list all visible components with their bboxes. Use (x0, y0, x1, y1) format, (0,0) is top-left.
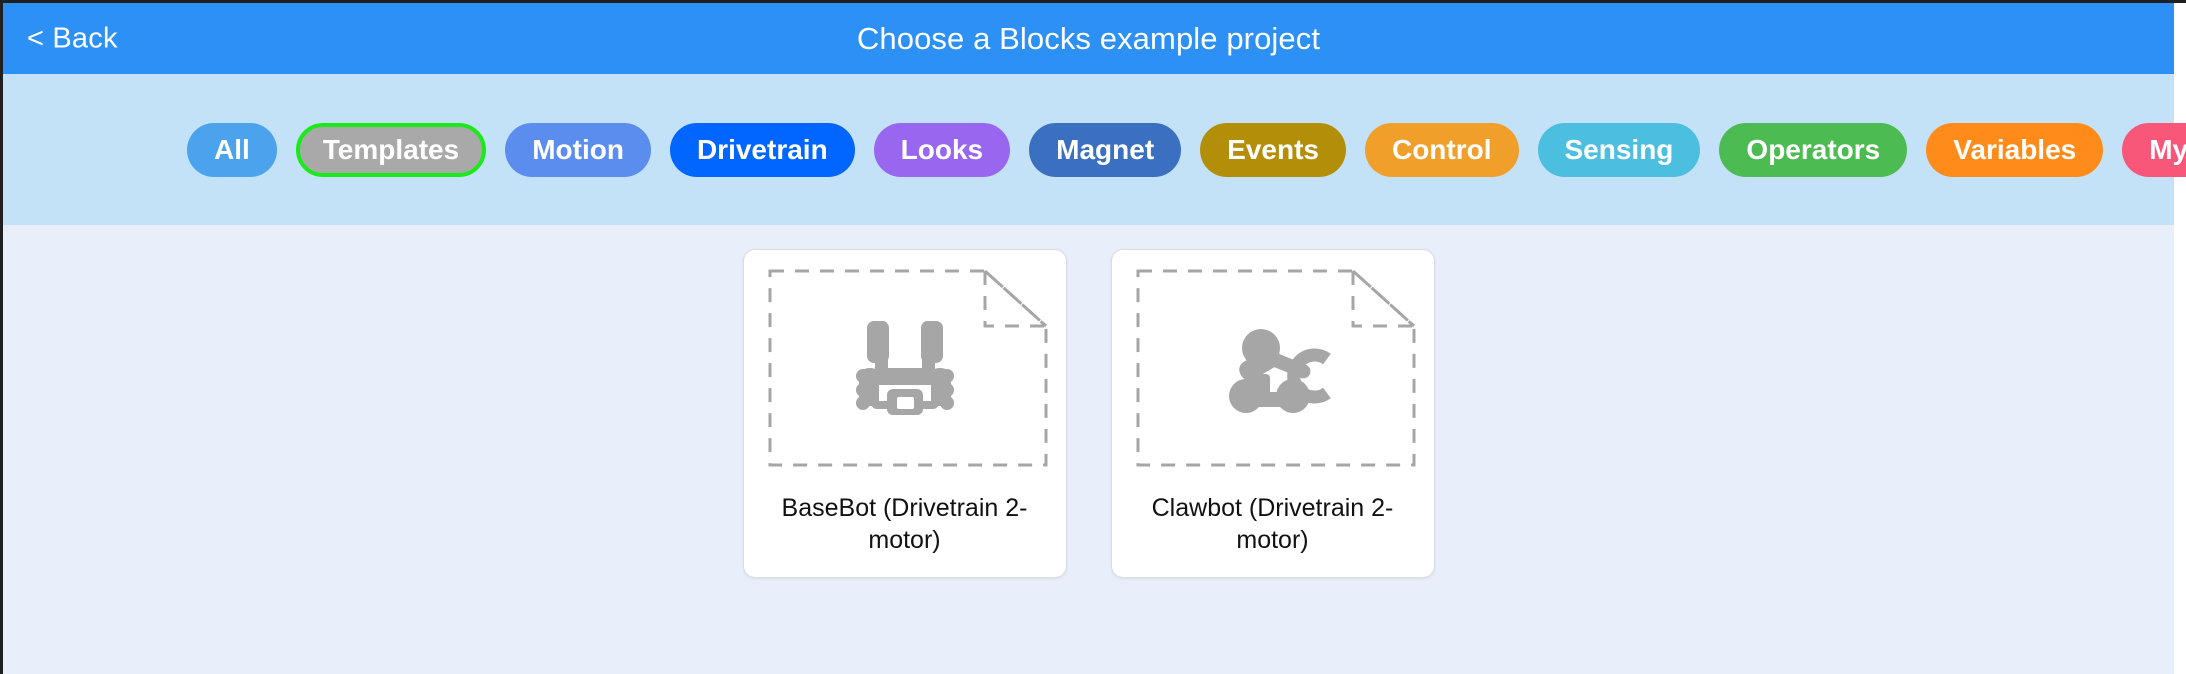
project-card[interactable]: Clawbot (Drivetrain 2-motor) (1110, 249, 1435, 578)
category-pill-events[interactable]: Events (1200, 122, 1346, 177)
category-pill-templates[interactable]: Templates (295, 122, 487, 177)
page-title: Choose a Blocks example project (856, 21, 1321, 56)
category-pill-sensing[interactable]: Sensing (1537, 122, 1701, 177)
dashed-page-outline (1125, 264, 1421, 472)
category-pill-control[interactable]: Control (1364, 122, 1519, 177)
category-pill-looks[interactable]: Looks (873, 122, 1011, 177)
category-filter-bar: All Templates Motion Drivetrain Looks Magnet E… (3, 74, 2186, 225)
basebot-robot-icon (855, 321, 954, 415)
project-thumbnail (757, 264, 1053, 472)
project-list: BaseBot (Drivetrain 2-motor) Clawbot (Dr… (3, 225, 2174, 674)
category-pill-magnet[interactable]: Magnet (1029, 122, 1182, 177)
category-pill-all[interactable]: All (187, 122, 277, 177)
dashed-page-outline (757, 264, 1053, 472)
header-bar: < Back Choose a Blocks example project (3, 3, 2174, 74)
category-pill-drivetrain[interactable]: Drivetrain (669, 122, 855, 177)
project-card[interactable]: BaseBot (Drivetrain 2-motor) (742, 249, 1067, 578)
category-pill-operators[interactable]: Operators (1719, 122, 1908, 177)
category-pill-my-blocks[interactable]: My Blocks (2122, 122, 2186, 177)
category-pill-variables[interactable]: Variables (1926, 122, 2104, 177)
clawbot-robot-icon (1228, 329, 1331, 413)
project-card-label: Clawbot (Drivetrain 2-motor) (1151, 494, 1394, 554)
category-pill-motion[interactable]: Motion (505, 122, 651, 177)
back-button[interactable]: < Back (27, 22, 118, 54)
project-thumbnail (1125, 264, 1421, 472)
project-card-label: BaseBot (Drivetrain 2-motor) (781, 494, 1028, 554)
